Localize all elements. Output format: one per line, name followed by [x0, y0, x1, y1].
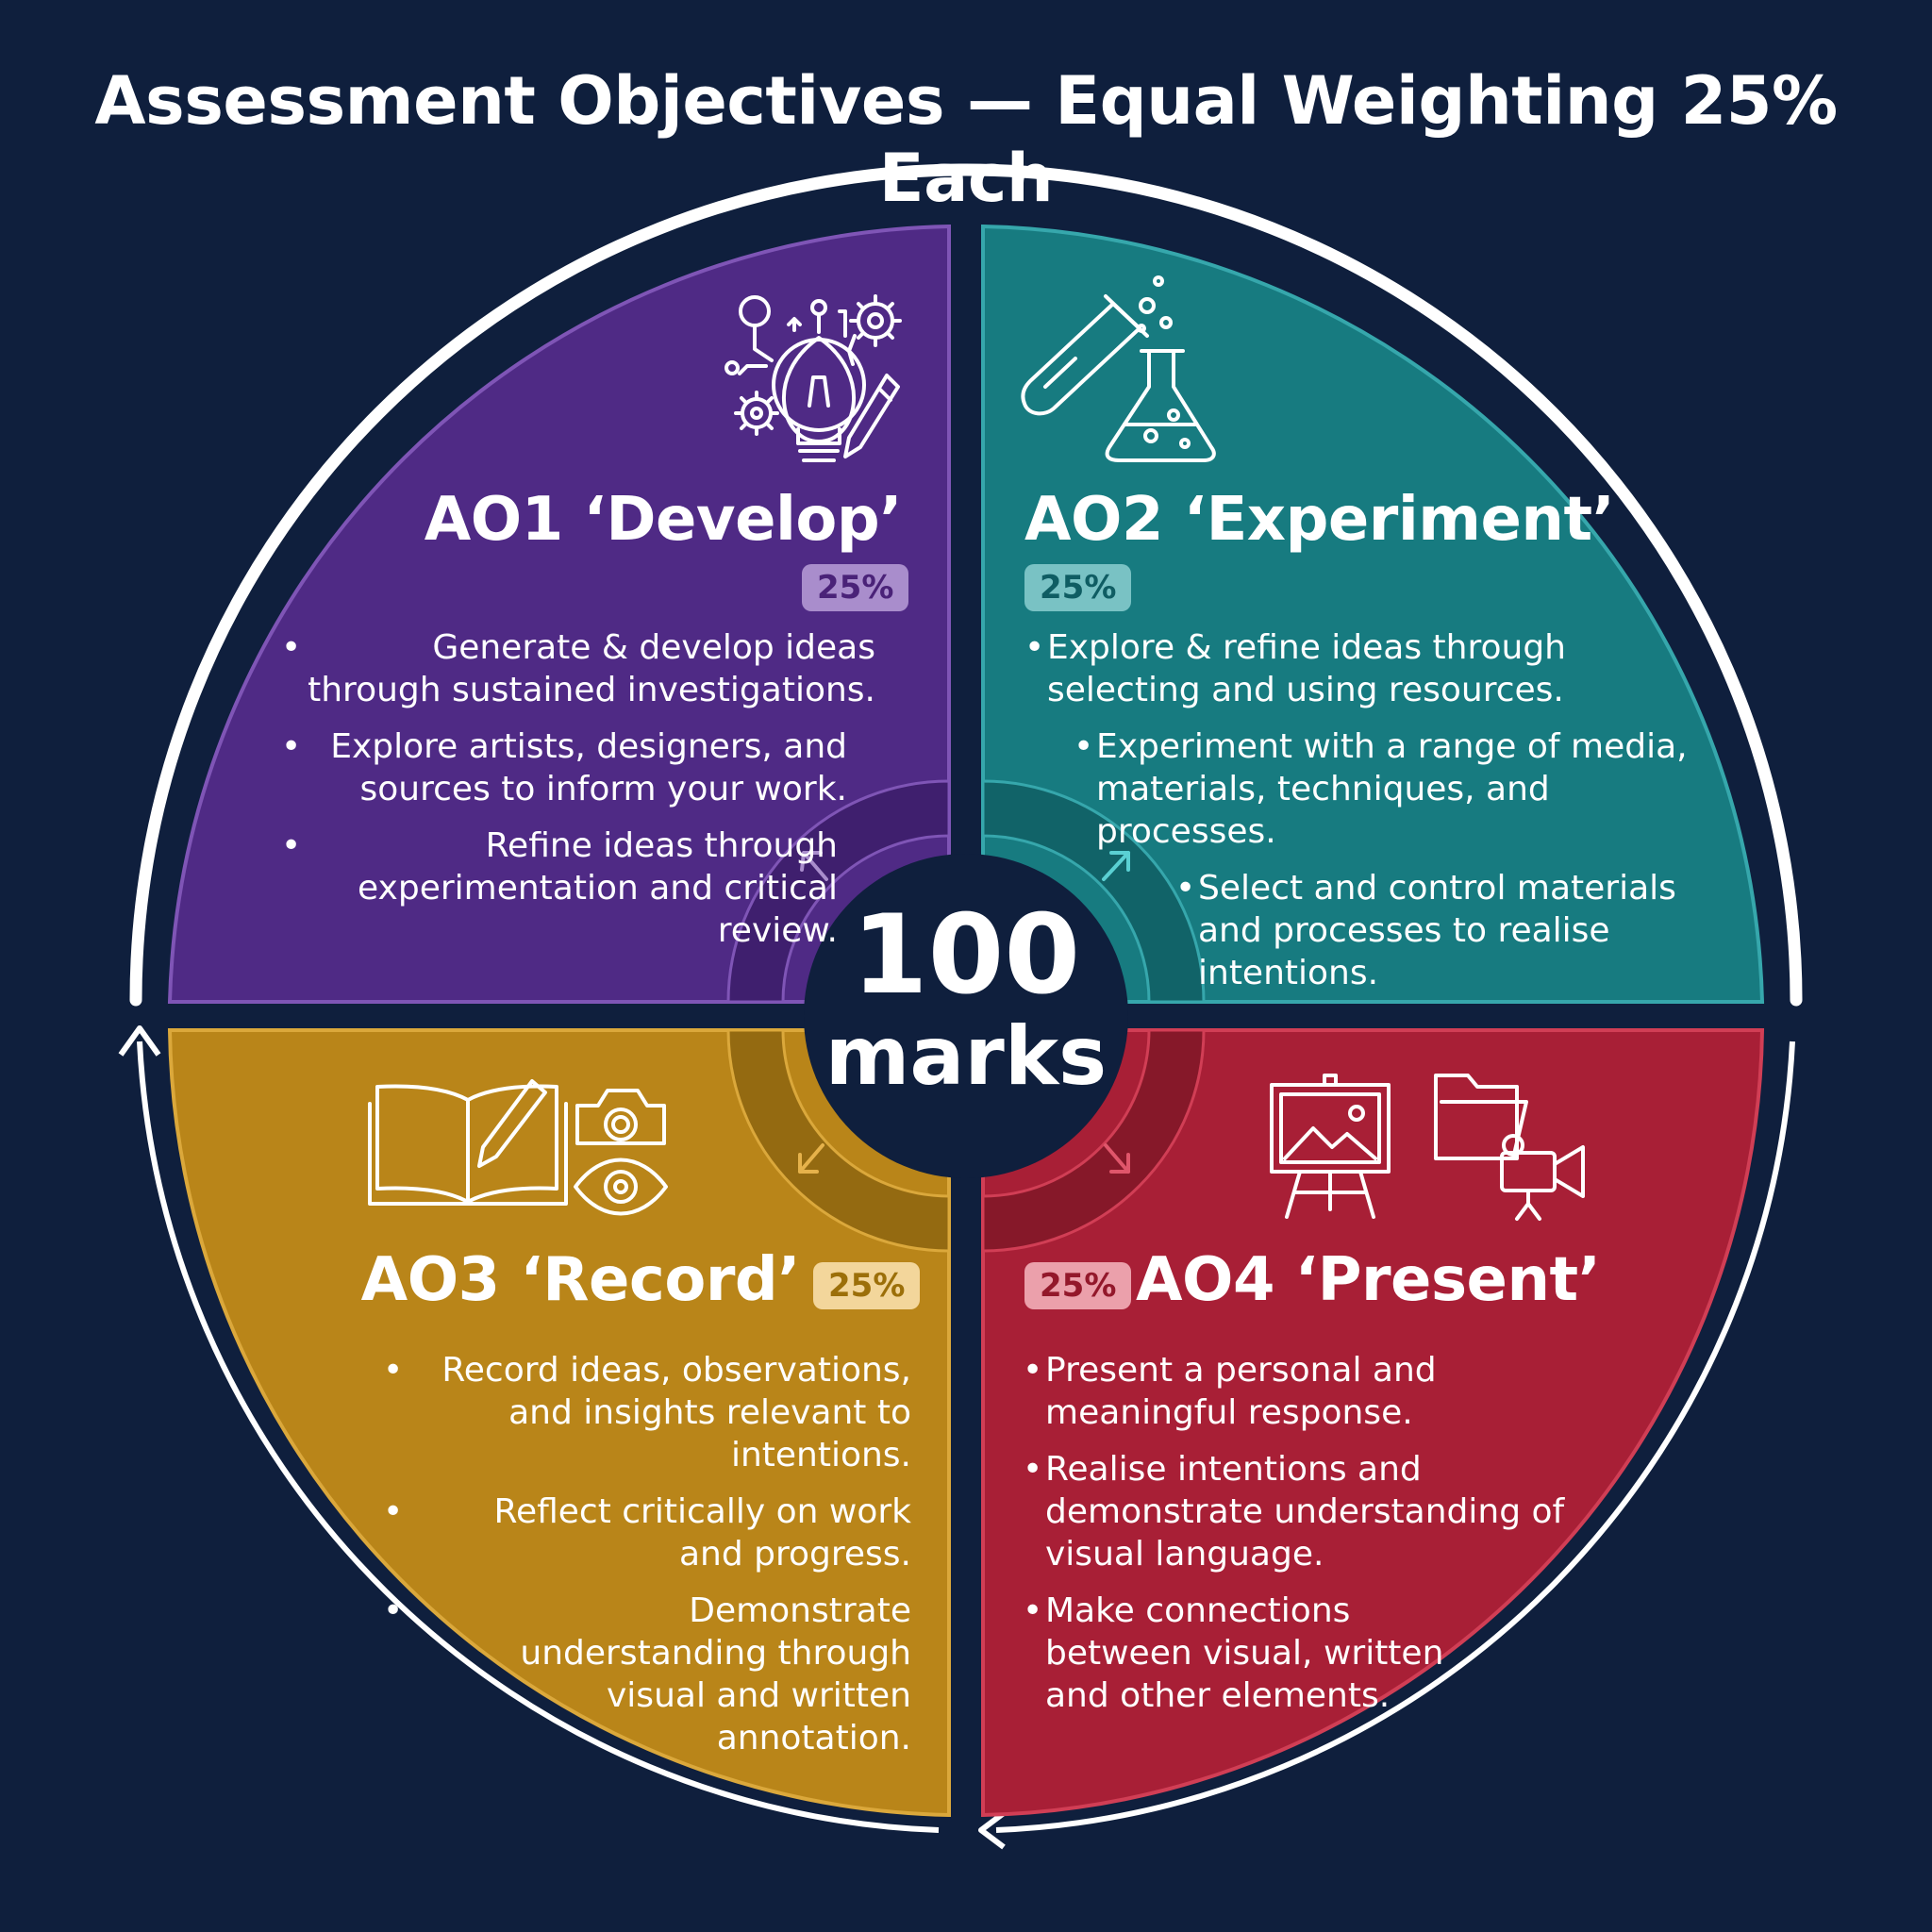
- ao2-bullet-list: Explore & refine ideas through selecting…: [1024, 626, 1723, 1008]
- sketchbook-icon: [368, 1079, 568, 1206]
- ao1-bullet: Generate & develop ideas through sustain…: [281, 626, 875, 711]
- ao4-heading: AO4 ‘Present’: [1136, 1245, 1601, 1315]
- video-camera-icon: [1500, 1134, 1585, 1221]
- flow-arrow-ao2: [1102, 851, 1130, 881]
- folder-icon: [1434, 1074, 1528, 1160]
- gear-icon: [849, 294, 902, 347]
- outer-ring-upper: [129, 163, 1803, 1007]
- inner-band-ao3: [726, 1028, 951, 1253]
- camera-icon: [575, 1089, 666, 1145]
- ao4-bullet-list: Present a personal and meaningful respon…: [1023, 1349, 1607, 1731]
- ao2-bullet: Experiment with a range of media, materi…: [1074, 725, 1723, 853]
- arrow-head-bottom: [978, 1810, 1006, 1850]
- ao3-bullet: Reflect critically on work and progress.: [383, 1491, 911, 1575]
- total-marks-label: marks: [824, 1009, 1108, 1104]
- eye-icon: [574, 1158, 668, 1216]
- ao2-bullet: Select and control materials and process…: [1175, 867, 1723, 994]
- center-hole: [804, 854, 1128, 1178]
- ao4-icons: [1270, 1074, 1585, 1221]
- inner-band-ao4: [981, 1028, 1206, 1253]
- flow-arrow-ao4: [1104, 1143, 1130, 1174]
- ao1-bullet-list: Generate & develop ideas through sustain…: [281, 626, 875, 966]
- arrow-head-left: [118, 1025, 161, 1057]
- easel-icon: [1270, 1074, 1391, 1219]
- ao3-bullet: Demonstrate understanding through visual…: [383, 1590, 911, 1759]
- ao4-weight-badge: 25%: [1024, 1262, 1132, 1309]
- ao3-bullet-list: Record ideas, observations, and insights…: [383, 1349, 911, 1774]
- total-marks-value: 100: [851, 891, 1081, 1019]
- flow-arrow-ao3: [798, 1143, 824, 1174]
- ao1-bullet: Refine ideas through experimentation and…: [281, 824, 875, 952]
- flask-icon: [1105, 349, 1216, 462]
- gear-icon-small: [734, 391, 779, 436]
- pencil-icon: [843, 374, 900, 458]
- ao3-heading: AO3 ‘Record’: [360, 1245, 801, 1315]
- ao2-icons: [1021, 275, 1216, 462]
- ao3-bullet: Record ideas, observations, and insights…: [383, 1349, 911, 1476]
- ao1-heading: AO1 ‘Develop’: [424, 485, 903, 555]
- ao1-weight-badge: 25%: [802, 564, 909, 611]
- ao2-heading: AO2 ‘Experiment’: [1024, 485, 1615, 555]
- ao3-icons: [368, 1079, 668, 1216]
- lightbulb-icon: [772, 336, 866, 462]
- ao4-bullet: Present a personal and meaningful respon…: [1023, 1349, 1607, 1434]
- ao4-bullet: Realise intentions and demonstrate under…: [1023, 1448, 1607, 1575]
- page-title: Assessment Objectives — Equal Weighting …: [94, 62, 1838, 217]
- ao3-weight-badge: 25%: [813, 1262, 921, 1309]
- ao2-bullet: Explore & refine ideas through selecting…: [1024, 626, 1723, 711]
- ao1-icons: [724, 294, 902, 462]
- ao4-bullet: Make connections between visual, written…: [1023, 1590, 1607, 1717]
- ao2-weight-badge: 25%: [1024, 564, 1132, 611]
- ao1-bullet: Explore artists, designers, and sources …: [281, 725, 875, 810]
